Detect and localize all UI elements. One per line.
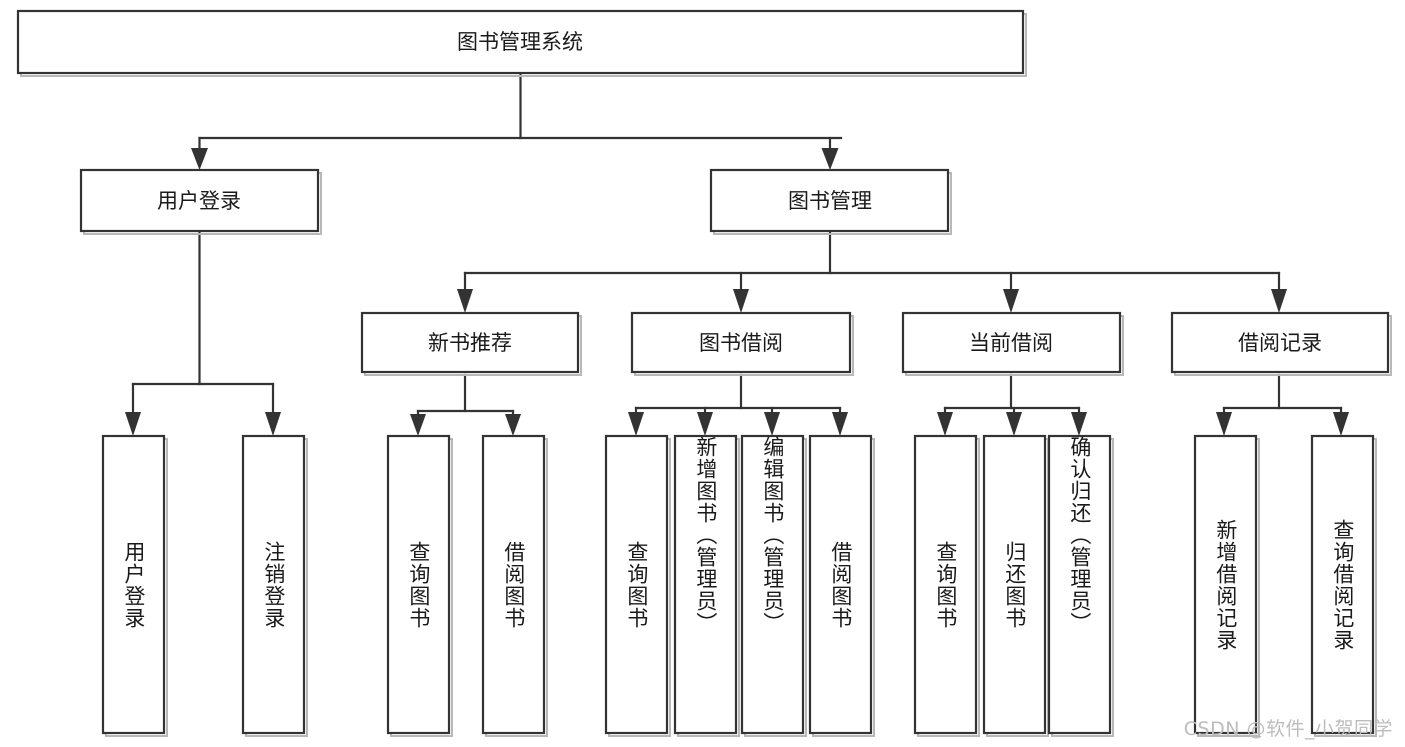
node-layer bbox=[16, 9, 1392, 737]
arrow-head-leaf-confirm-return bbox=[1071, 412, 1087, 436]
node-leaf-user-login-box[interactable] bbox=[101, 434, 166, 735]
node-borrow-record-box[interactable] bbox=[1170, 311, 1390, 374]
node-leaf-edit-book-box[interactable] bbox=[740, 434, 805, 735]
label-layer: 图书管理系统 用户登录 图书管理 新书推荐 图书借阅 当前借阅 借阅记录 bbox=[157, 30, 1322, 355]
arrow-head-leaf-borrow-book-2 bbox=[832, 412, 848, 436]
node-leaf-add-book-box[interactable] bbox=[673, 434, 738, 735]
node-book-borrow-box[interactable] bbox=[630, 311, 852, 374]
node-leaf-query-book-1-box[interactable] bbox=[386, 434, 451, 735]
arrow-head-new-book-recommend bbox=[457, 289, 473, 313]
node-root-box[interactable] bbox=[16, 9, 1025, 75]
node-leaf-query-record-box[interactable] bbox=[1310, 434, 1375, 735]
node-leaf-query-book-3-box[interactable] bbox=[913, 434, 978, 735]
arrow-head-leaf-logout bbox=[265, 412, 281, 436]
arrow-head-leaf-query-record bbox=[1333, 412, 1349, 436]
arrow-head-book-management bbox=[821, 148, 839, 170]
node-leaf-query-book-2-box[interactable] bbox=[604, 434, 669, 735]
node-user-login-box[interactable] bbox=[79, 168, 320, 233]
label-root: 图书管理系统 bbox=[457, 30, 583, 54]
node-leaf-logout-box[interactable] bbox=[241, 434, 306, 735]
watermark-text: CSDN @软件_小贺同学 bbox=[1183, 718, 1393, 740]
label-new-book-recommend: 新书推荐 bbox=[428, 331, 512, 355]
arrow-head-leaf-return-book bbox=[1006, 412, 1022, 436]
connector-layer bbox=[125, 73, 1349, 436]
label-current-borrow: 当前借阅 bbox=[969, 331, 1053, 355]
node-book-management-box[interactable] bbox=[709, 168, 950, 233]
label-book-borrow: 图书借阅 bbox=[699, 331, 783, 355]
node-new-book-recommend-box[interactable] bbox=[360, 311, 580, 374]
arrow-head-leaf-borrow-book-1 bbox=[505, 414, 521, 436]
arrow-head-leaf-query-book-1 bbox=[410, 414, 426, 436]
node-current-borrow-box[interactable] bbox=[901, 311, 1122, 374]
node-leaf-borrow-book-2-box[interactable] bbox=[808, 434, 873, 735]
arrow-head-current-borrow bbox=[1003, 289, 1019, 313]
node-leaf-confirm-return-box[interactable] bbox=[1047, 434, 1112, 735]
label-book-management: 图书管理 bbox=[788, 189, 872, 213]
arrow-head-user-login bbox=[191, 148, 208, 170]
node-leaf-return-book-box[interactable] bbox=[982, 434, 1047, 735]
arrow-head-leaf-query-book-2 bbox=[628, 412, 644, 436]
arrow-head-leaf-add-record bbox=[1216, 412, 1232, 436]
arrow-head-leaf-edit-book bbox=[764, 412, 780, 436]
arrow-head-leaf-query-book-3 bbox=[937, 412, 953, 436]
label-borrow-record: 借阅记录 bbox=[1238, 331, 1322, 355]
arrow-head-leaf-add-book bbox=[697, 412, 713, 436]
arrow-head-book-borrow bbox=[733, 289, 749, 313]
node-leaf-borrow-book-1-box[interactable] bbox=[481, 434, 546, 735]
arrow-head-borrow-record bbox=[1271, 289, 1287, 313]
label-user-login: 用户登录 bbox=[157, 189, 241, 213]
node-leaf-add-record-box[interactable] bbox=[1193, 434, 1258, 735]
arrow-head-leaf-user-login bbox=[125, 412, 141, 436]
